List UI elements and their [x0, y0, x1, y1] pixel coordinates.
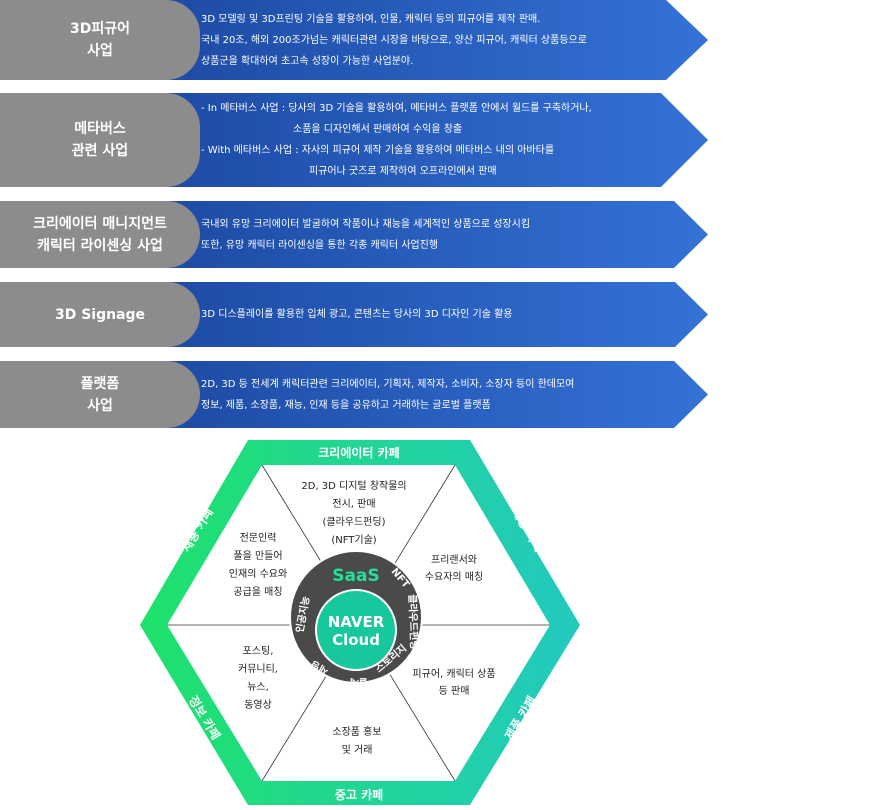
desc-line: 상품군을 확대하여 초고속 성장이 가능한 사업분야. — [201, 55, 414, 67]
desc-line: 피규어나 굿즈로 제작하여 오프라인에서 판매 — [309, 166, 497, 177]
ring-word-crowdfunding: 클라우드펀딩 — [406, 594, 421, 650]
row-arrow: 2D, 3D 등 전세계 캐릭터관련 크리에이터, 기획자, 제작자, 소비자,… — [155, 361, 708, 428]
desc-line: - With 메타버스 사업 : 자사의 피규어 제작 기술을 활용하여 메타버… — [201, 145, 555, 156]
row-arrow: 국내외 유망 크리에이터 발굴하여 작품이나 재능을 세계적인 상품으로 성장시… — [155, 201, 708, 268]
center-saas: SaaS — [332, 566, 379, 586]
row-title-pill: 3D피규어 사업 — [0, 0, 200, 80]
segment-text-bottom-left: 포스팅,커뮤니티,뉴스,동영상 — [238, 645, 278, 711]
edge-label-bottom: 중고 카페 — [335, 787, 383, 802]
desc-line: - In 메타버스 사업 : 당사의 3D 기술을 활용하여, 메타버스 플랫폼… — [201, 103, 592, 114]
desc-line: 정보, 제품, 소장품, 재능, 인재 등을 공유하고 거래하는 글로벌 플랫폼 — [201, 399, 491, 411]
desc-line: 3D 디스플레이를 활용한 입체 광고, 콘텐츠는 당사의 3D 디자인 기술 … — [201, 309, 513, 320]
row-arrow: 3D 디스플레이를 활용한 입체 광고, 콘텐츠는 당사의 3D 디자인 기술 … — [155, 282, 708, 347]
center-cloud: Cloud — [332, 631, 380, 649]
business-row-platform: 2D, 3D 등 전세계 캐릭터관련 크리에이터, 기획자, 제작자, 소비자,… — [0, 361, 870, 428]
business-row-figure: 3D 모델링 및 3D프린팅 기술을 활용하여, 인물, 캐릭터 등의 피규어를… — [0, 0, 870, 80]
desc-line: 또한, 유망 캐릭터 라이센싱을 통한 각종 캐릭터 사업진행 — [201, 239, 439, 251]
ring-word-payment: 결제 — [350, 676, 368, 689]
row-title: 3D Signage — [54, 306, 146, 323]
row-description: 2D, 3D 등 전세계 캐릭터관련 크리에이터, 기획자, 제작자, 소비자,… — [201, 361, 574, 428]
row-title: 크리에이터 매니지먼트 캐릭터 라이센싱 사업 — [33, 215, 167, 254]
center-naver: NAVER — [328, 613, 385, 631]
platform-hexagon-diagram: 크리에이터 카페 중고 카페 재능 카페 제품 카페 정보 카페 채용 카페 2… — [140, 440, 580, 805]
row-title-pill: 3D Signage — [0, 282, 200, 347]
row-title-pill: 플랫폼 사업 — [0, 361, 200, 428]
center-core — [315, 589, 397, 671]
row-title: 메타버스 관련 사업 — [71, 121, 129, 159]
desc-line: 국내외 유망 크리에이터 발굴하여 작품이나 재능을 세계적인 상품으로 성장시… — [201, 218, 531, 230]
business-row-metaverse: - In 메타버스 사업 : 당사의 3D 기술을 활용하여, 메타버스 플랫폼… — [0, 93, 870, 187]
row-description: - In 메타버스 사업 : 당사의 3D 기술을 활용하여, 메타버스 플랫폼… — [201, 93, 592, 187]
business-row-signage: 3D 디스플레이를 활용한 입체 광고, 콘텐츠는 당사의 3D 디자인 기술 … — [0, 282, 870, 347]
business-row-creator: 국내외 유망 크리에이터 발굴하여 작품이나 재능을 세계적인 상품으로 성장시… — [0, 201, 870, 268]
desc-line: 국내 20조, 해외 200조가넘는 캐릭터관련 시장을 바탕으로, 양산 피규… — [201, 34, 587, 46]
row-title-pill: 메타버스 관련 사업 — [0, 93, 200, 187]
desc-line: 2D, 3D 등 전세계 캐릭터관련 크리에이터, 기획자, 제작자, 소비자,… — [201, 378, 575, 390]
row-arrow: 3D 모델링 및 3D프린팅 기술을 활용하여, 인물, 캐릭터 등의 피규어를… — [155, 0, 708, 80]
row-title: 3D피규어 사업 — [69, 21, 130, 59]
desc-line: 3D 모델링 및 3D프린팅 기술을 활용하여, 인물, 캐릭터 등의 피규어를… — [201, 13, 541, 25]
row-title-pill: 크리에이터 매니지먼트 캐릭터 라이센싱 사업 — [0, 201, 200, 268]
edge-label-top: 크리에이터 카페 — [318, 445, 399, 460]
row-description: 국내외 유망 크리에이터 발굴하여 작품이나 재능을 세계적인 상품으로 성장시… — [201, 201, 530, 268]
row-arrow: - In 메타버스 사업 : 당사의 3D 기술을 활용하여, 메타버스 플랫폼… — [155, 93, 708, 187]
row-description: 3D 디스플레이를 활용한 입체 광고, 콘텐츠는 당사의 3D 디자인 기술 … — [201, 282, 513, 347]
row-title: 플랫폼 사업 — [80, 375, 120, 414]
row-description: 3D 모델링 및 3D프린팅 기술을 활용하여, 인물, 캐릭터 등의 피규어를… — [201, 0, 587, 80]
desc-line: 소품을 디자인해서 판매하여 수익을 창출 — [293, 124, 463, 135]
